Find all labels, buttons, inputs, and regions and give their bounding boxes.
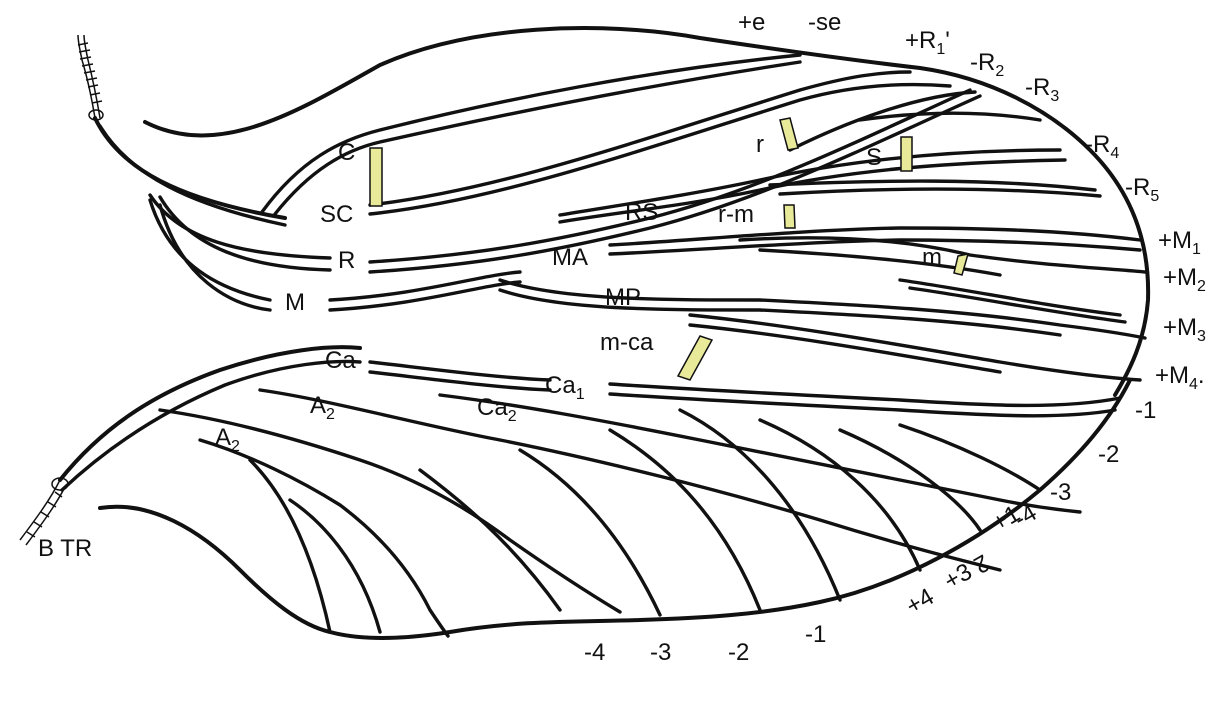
label-m3: +M3 [1163,314,1206,345]
vein-r4 [860,113,1040,120]
vein-r5-inner [780,189,1100,196]
forewing-axillary-tail-inner [100,126,285,225]
label-sc: SC [320,201,353,228]
label-r5: -R5 [1125,174,1159,205]
crossvein-c-sc [370,148,382,206]
label-b-tr: B TR [38,535,92,562]
label-m: M [285,289,305,316]
label-r-m: r-m [718,201,754,228]
label-e: +e [738,9,765,36]
label-m4: +M4. [1155,362,1205,393]
vein-ma [610,228,1140,245]
label-bottom-neg2: -2 [728,639,749,666]
label-bottom-neg1: -1 [805,621,826,648]
label-right-neg1: -1 [1135,397,1156,424]
hindwing-outline [100,380,1130,638]
label-r-lower: r [756,131,764,158]
vein-a3 [250,460,330,632]
label-r: R [338,247,355,274]
label-bottom-neg4: -4 [584,639,605,666]
label-r4: -R4 [1085,131,1119,162]
vein-hw-loop1 [420,470,560,610]
label-ca1: Ca1 [545,372,585,403]
label-m2: +M2 [1163,264,1206,295]
vein-m4-inner [910,288,1125,322]
vein-ca1 [440,395,1080,512]
vein-hw-loop5 [760,420,920,570]
label-m-lower: m [922,244,942,271]
label-a2: A2 [215,424,240,455]
vein-hw-loop2 [520,450,660,615]
label-s: S [866,144,882,171]
crossvein-m [954,254,968,275]
vein-hw-loop6 [840,430,980,530]
label-ca2: Ca2 [477,394,517,425]
label-right-neg3: -3 [1050,479,1071,506]
label-m-ca: m-ca [600,329,654,356]
label-ma: MA [552,244,588,271]
vein-m3 [690,315,1140,380]
vein-m3-inner [690,325,1000,372]
crossvein-r-m [784,205,795,228]
label-bottom-neg3: -3 [650,639,671,666]
vein-a3-loop [290,500,380,632]
label-ca: Ca [325,347,356,374]
crossvein-s [901,137,912,171]
label-right-neg2: -2 [1098,441,1119,468]
label-mp: MP [605,284,641,311]
vein-ma-inner [610,240,1140,254]
crossvein-r [780,118,798,150]
crossvein-m-ca [678,336,712,380]
label-rs: RS [625,199,658,226]
coiled-base-top-icon [78,35,103,120]
vein-ca2 [260,390,1000,570]
label-c: C [338,139,355,166]
vein-hw-loop7 [900,425,1040,490]
vein-hw-loop4 [680,410,840,600]
vein-hw-loop3 [610,430,760,610]
label-right-pos4: +4 [902,583,939,620]
label-r3: -R3 [1025,74,1059,105]
label-se: -se [808,9,841,36]
label-r2: -R2 [970,49,1004,80]
label-m1: +M1 [1158,227,1201,258]
hindwing-base-tail-inner [62,361,360,490]
label-a-upper: A2 [310,392,335,423]
hindwing [60,347,1130,638]
label-r1: +R1' [905,27,950,58]
